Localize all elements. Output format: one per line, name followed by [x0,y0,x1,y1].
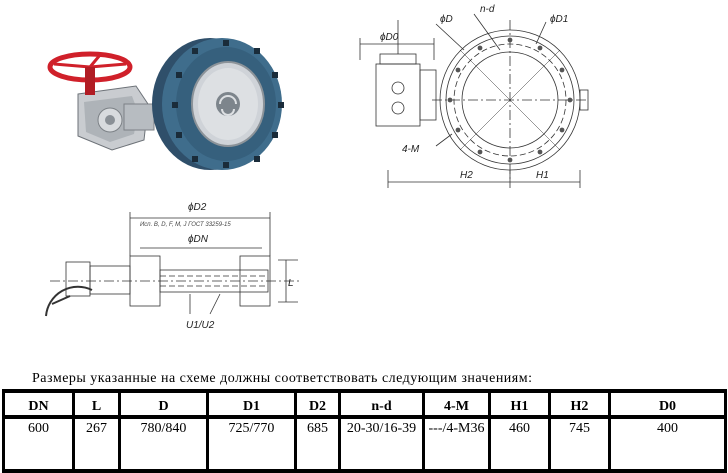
dim-l: L [288,278,294,289]
header-cell: H1 [488,389,551,419]
header-cell: D0 [608,389,727,419]
value-cell: ---/4-M36 [422,415,491,473]
side-view-drawing: ϕD2 Исп. В, D, F, M, J ГОСТ 33259-15 ϕDN… [45,202,300,331]
value-cell: 400 [608,415,727,473]
table-row: 600 267 780/840 725/770 685 20-30/16-39 … [2,415,727,473]
value-cell: 780/840 [118,415,209,473]
dim-d2: ϕD2 [188,202,207,213]
valve-product-photo [47,38,284,170]
header-cell: n-d [338,389,425,419]
dim-d0: ϕD0 [380,32,399,43]
value-cell: 267 [72,415,121,473]
dim-d1: ϕD1 [550,14,568,25]
dim-nd: n-d [480,4,495,15]
dim-h2: H2 [460,170,473,181]
gearbox [77,85,155,151]
header-cell: DN [2,389,75,419]
dim-4m: 4-M [402,144,420,155]
header-cell: 4-M [422,389,491,419]
dim-h1: H1 [536,170,549,181]
value-cell: 20-30/16-39 [338,415,425,473]
actuator-outline [375,63,421,127]
header-cell: D1 [206,389,297,419]
dim-dn: ϕDN [188,234,209,245]
front-view-drawing: ϕD0 ϕD n-d ϕD1 4-M H2 H1 [359,4,589,188]
dim-d: ϕD [440,14,453,25]
dimensions-table: DN L D D1 D2 n-d 4-M H1 H2 D0 600 267 78… [2,389,727,473]
value-cell: 685 [294,415,341,473]
dim-u1u2: U1/U2 [186,320,215,331]
table-caption: Размеры указанные на схеме должны соотве… [32,371,533,386]
flange-bolts [172,40,284,168]
header-cell: H2 [548,389,611,419]
header-cell: L [72,389,121,419]
bolt-holes [447,37,573,163]
header-cell: D2 [294,389,341,419]
red-handwheel [47,51,133,95]
value-cell: 725/770 [206,415,297,473]
table-header-row: DN L D D1 D2 n-d 4-M H1 H2 D0 [2,389,727,419]
value-cell: 745 [548,415,611,473]
standard-note: Исп. В, D, F, M, J ГОСТ 33259-15 [140,222,231,228]
value-cell: 600 [2,415,75,473]
value-cell: 460 [488,415,551,473]
valve-body [152,38,282,170]
header-cell: D [118,389,209,419]
